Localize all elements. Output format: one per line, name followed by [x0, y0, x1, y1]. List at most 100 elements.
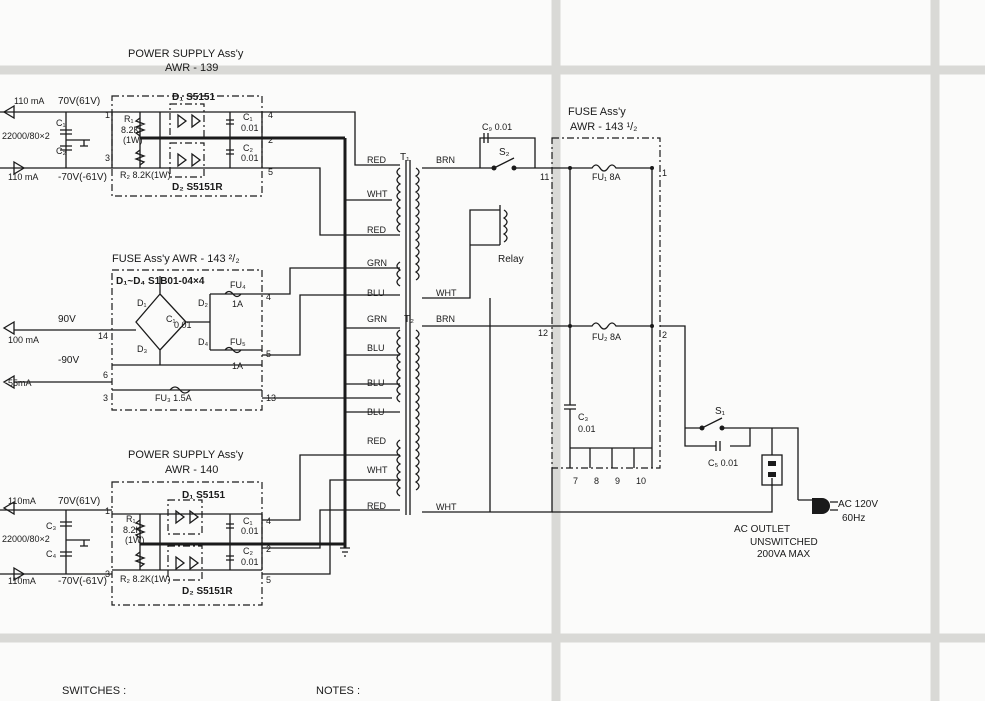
fuse-fu1: FU₁ 8A [592, 172, 621, 182]
fuse-right-boundary [551, 137, 661, 469]
bridge-d1: D₁ [137, 298, 147, 308]
fuse-mid-pin: 3 [103, 393, 108, 403]
transformer-t1: T₁ [400, 152, 410, 163]
ac-plug-hz: 60Hz [842, 513, 865, 524]
junction-dot [568, 324, 572, 328]
ps-bot-wiring [0, 509, 263, 575]
ps-top-r1-val: 8.2K [121, 125, 140, 135]
ac-wiring [552, 325, 812, 513]
left-bot-ma1: 110mA [8, 496, 36, 506]
ac-outlet-icon [761, 454, 783, 486]
fuse-right-pin: 9 [615, 476, 620, 486]
bridge-rectifier [112, 276, 262, 391]
wire-label: BLU [367, 343, 385, 353]
ps-bot-c1-val: 0.01 [241, 526, 259, 536]
junction-dot [650, 166, 654, 170]
ps-bot-model: AWR - 140 [165, 464, 218, 476]
fuse-mid-boundary [111, 269, 263, 411]
bridge-d2: D₂ [198, 298, 208, 308]
wire-label: RED [367, 436, 387, 446]
fuse-symbols [169, 290, 262, 394]
wire-label: GRN [367, 258, 387, 268]
ps-top-wiring [0, 111, 263, 169]
wire-label: WHT [367, 189, 388, 199]
relay-coil [502, 209, 508, 243]
fuse-assy-right: FUSE Ass'y AWR - 143 ¹/₂ FU₁ 8A FU₂ 8A C… [422, 106, 667, 513]
fuse-fu2: FU₂ 8A [592, 332, 621, 342]
bridge-d4: D₄ [198, 337, 208, 347]
ps-bot-c2-val: 0.01 [241, 557, 259, 567]
left-mid-v2: -90V [58, 355, 79, 366]
transformer-t2: T₂ [404, 314, 414, 325]
fuse-mid-pin: 4 [266, 292, 271, 302]
left-top-v2: -70V(-61V) [58, 172, 107, 183]
fuse-right-pin: 7 [573, 476, 578, 486]
footer-notes: NOTES : [316, 685, 360, 697]
ps-top-r2: R₂ 8.2K(1W) [120, 170, 171, 180]
ps-bot-d2-label: D₂ S5151R [182, 586, 233, 597]
fuse-fu5: FU₅ [230, 337, 246, 347]
wire-label: RED [367, 155, 387, 165]
ps-bot-r2: R₂ 8.2K(1W) [120, 574, 171, 584]
arrow-icon [2, 500, 26, 582]
diode-d1-box [167, 499, 203, 535]
fuse-fu4-val: 1A [232, 299, 243, 309]
switch-contact [511, 165, 517, 171]
power-supply-top: POWER SUPPLY Ass'y AWR - 139 D₁ S5151 D₂… [0, 48, 392, 236]
left-mid-ma1: 100 mA [8, 335, 39, 345]
diode-d2-box [169, 142, 205, 178]
left-top-cap2: C₂ [56, 146, 66, 156]
relay-wiring [422, 133, 552, 299]
ac-outlet-label: AC OUTLET [734, 524, 790, 535]
wire-label: WHT [436, 288, 457, 298]
ac-outlet-label: UNSWITCHED [750, 537, 818, 548]
transformer: T₁ T₂ RED WHT RED GRN BLU GRN BLU BLU BL… [345, 152, 457, 515]
plug-prongs [830, 501, 838, 511]
left-top-ma2: 110 mA [8, 172, 38, 182]
ps-bot-c2: C₂ [243, 546, 253, 556]
ps-bot-r1-val: 8.2K [123, 525, 142, 535]
left-top-ma1: 110 mA [14, 96, 44, 106]
ps-top-c2-val: 0.01 [241, 153, 259, 163]
ps-top-boundary [111, 95, 263, 197]
secondary-leads [345, 164, 400, 511]
fuse-fu3: FU₃ 1.5A [155, 393, 192, 403]
relay-s2: S₂ [499, 147, 510, 158]
left-top-cap-val: 22000/80×2 [2, 131, 50, 141]
relay-circuit: C₉ 0.01 S₂ Relay [422, 122, 552, 299]
left-top-v1: 70V(61V) [58, 96, 100, 107]
ac-c5: C₅ 0.01 [708, 458, 738, 468]
filter-capacitors [60, 510, 90, 574]
ps-top-model: AWR - 139 [165, 62, 218, 74]
ps-bot-title: POWER SUPPLY Ass'y [128, 449, 244, 461]
footer-switches: SWITCHES : [62, 685, 126, 697]
wire-label: GRN [367, 314, 387, 324]
left-bot-cap-val: 22000/80×2 [2, 534, 50, 544]
diode-symbol [177, 113, 202, 168]
ps-top-output-wires [262, 111, 392, 236]
ps-bot-d1-label: D₁ S5151 [182, 490, 225, 501]
ac-input: S₁ C₅ 0.01 AC 120V 60Hz AC OUTLET UNSWIT… [552, 325, 878, 560]
power-supply-bottom: POWER SUPPLY Ass'y AWR - 140 D₁ S5151 D₂… [0, 449, 392, 606]
left-top-cap: C₁ [56, 118, 66, 128]
ps-bot-c1: C₁ [243, 516, 253, 526]
ps-top-c2: C₂ [243, 143, 253, 153]
primary-windings [414, 167, 420, 491]
ps-top-d2-label: D₂ S5151R [172, 182, 223, 193]
ps-top-c1: C₁ [243, 112, 253, 122]
fuse-right-pin: 10 [636, 476, 646, 486]
fuse-right-pin: 12 [538, 328, 548, 338]
fuse-right-pin: 1 [662, 168, 667, 178]
wire-label: BLU [367, 378, 385, 388]
left-bot-v1: 70V(61V) [58, 496, 100, 507]
left-mid-ma2: 55mA [8, 378, 32, 388]
fuse-mid-pin: 14 [98, 331, 108, 341]
fuse-mid-pin: 5 [266, 349, 271, 359]
left-bot-cap: C₃ [46, 521, 56, 531]
wire-label: BRN [436, 155, 455, 165]
left-bot-ma2: 110mA [8, 576, 36, 586]
arrow-icon [2, 104, 26, 176]
fuse-fu5-val: 1A [232, 361, 243, 371]
switch-contact [699, 425, 705, 431]
